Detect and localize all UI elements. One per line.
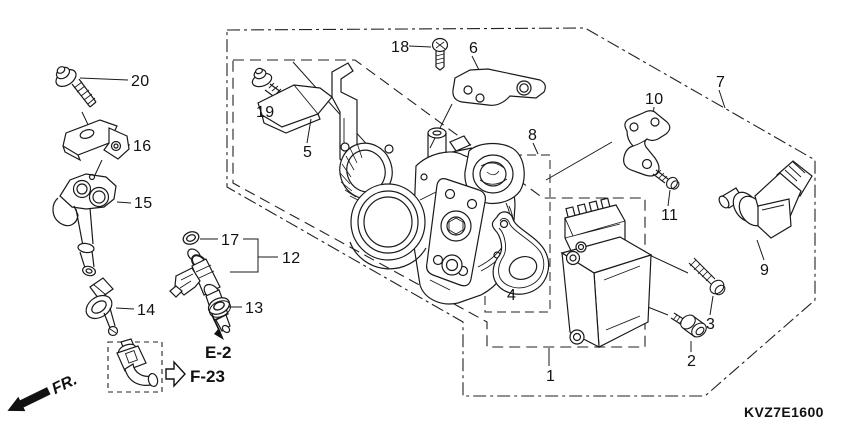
screw-11-drawing <box>652 169 680 190</box>
bracket-5-drawing <box>257 62 368 170</box>
part-label-15: 15 <box>134 195 152 212</box>
leader-line <box>709 295 714 316</box>
sensor-14-drawing <box>85 277 119 337</box>
part-label-8: 8 <box>528 127 537 144</box>
f23-ref-label: F-23 <box>190 367 225 386</box>
leader-line <box>718 89 726 109</box>
leader-line <box>408 45 432 48</box>
part-label-14: 14 <box>137 302 155 319</box>
leader-line <box>471 55 480 71</box>
leader-line <box>532 142 539 155</box>
bracket-12-line <box>230 238 259 273</box>
f23-arrow <box>165 360 186 388</box>
leader-line <box>116 201 132 204</box>
leader-line <box>667 189 671 207</box>
part-code: KVZ7E1600 <box>744 404 824 420</box>
mount-line <box>545 141 613 181</box>
part-label-7: 7 <box>716 74 725 91</box>
part-label-13: 13 <box>245 300 263 317</box>
bracket-10-drawing <box>623 110 671 177</box>
part-label-18: 18 <box>391 39 409 56</box>
injector-12-drawing <box>169 248 231 334</box>
part-label-12: 12 <box>282 250 300 267</box>
fuel-joint-15-drawing <box>52 173 117 277</box>
f23-dashed-box <box>107 341 163 393</box>
bolt-20-drawing <box>55 66 97 108</box>
screw-2-drawing <box>670 312 707 338</box>
gasket-4-drawing <box>491 211 550 295</box>
part-label-9: 9 <box>760 262 769 279</box>
front-marker-label: FR. <box>49 371 80 398</box>
part-label-20: 20 <box>131 73 149 90</box>
e2-arrow <box>211 314 224 340</box>
oring-17-drawing <box>182 231 200 245</box>
seal-13-drawing <box>207 297 231 318</box>
leader-line <box>79 77 129 81</box>
bracket-16-drawing <box>62 119 130 162</box>
bracket-6-drawing <box>452 68 546 106</box>
part-label-4: 4 <box>507 287 516 304</box>
ecu-module-drawing <box>560 197 653 349</box>
leader-line <box>115 307 135 310</box>
throttle-body-drawing <box>339 127 525 305</box>
part-label-6: 6 <box>469 40 478 57</box>
part-label-3: 3 <box>706 316 715 333</box>
part-label-1: 1 <box>546 368 555 385</box>
part-label-17: 17 <box>221 232 239 249</box>
fr-arrow-icon <box>7 387 51 412</box>
part-label-5: 5 <box>303 144 312 161</box>
front-direction-marker: FR. <box>7 371 80 412</box>
screw-3-drawing <box>688 257 726 296</box>
leader-line <box>756 239 765 261</box>
mount-line <box>94 159 103 176</box>
part-label-2: 2 <box>687 353 696 370</box>
part-label-11: 11 <box>661 207 678 224</box>
screw-18-drawing <box>431 37 449 71</box>
e2-ref-label: E-2 <box>205 343 231 362</box>
mount-line <box>429 103 453 149</box>
part-label-16: 16 <box>133 138 151 155</box>
sensor-9-drawing <box>718 160 813 239</box>
part-label-10: 10 <box>645 91 663 108</box>
elbow-hose-drawing <box>116 338 159 388</box>
part-labels: 1 2 3 4 5 6 7 8 9 10 11 12 13 14 15 16 1… <box>131 39 769 385</box>
part-label-19: 19 <box>256 104 274 121</box>
